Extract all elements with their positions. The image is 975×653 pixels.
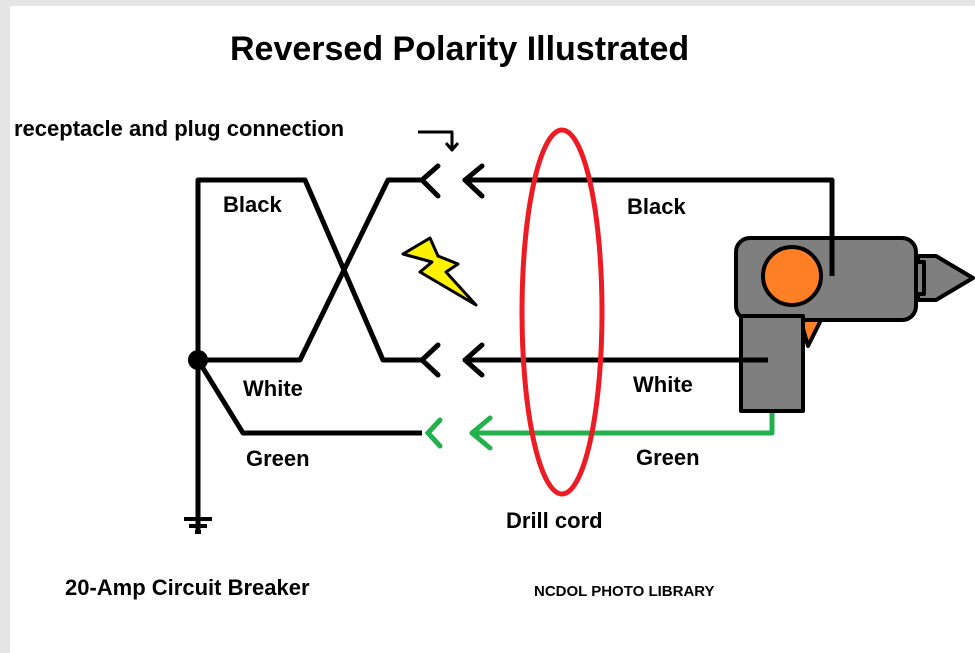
plug-prong-green — [469, 415, 493, 451]
cord-highlight-ellipse — [519, 127, 605, 497]
plug-prong-white — [462, 342, 485, 378]
receptacle-slot-black — [418, 163, 441, 199]
black-right-label: Black — [627, 194, 686, 219]
white-right-label: White — [633, 372, 693, 397]
ground-symbol-icon — [184, 517, 212, 534]
left-wiring — [195, 130, 460, 532]
green-right-label: Green — [636, 445, 700, 470]
receptacle-slot-white — [418, 342, 441, 378]
cord-green-wire — [469, 409, 775, 436]
receptacle-slot-green — [424, 417, 443, 449]
white-supply-wire — [198, 177, 422, 363]
receptacle-label: receptacle and plug connection — [14, 116, 345, 141]
receptacle-arrow-pointer — [418, 130, 454, 150]
wiring-diagram — [184, 127, 975, 534]
junction-node — [188, 350, 208, 370]
drill-motor-cap — [761, 245, 823, 307]
drill-icon — [734, 236, 975, 413]
diagram-canvas: Reversed Polarity Illustrated receptacle… — [10, 6, 975, 653]
receptacle-slots — [418, 163, 443, 449]
receptacle-arrow-head — [444, 142, 460, 152]
drill-internal-wires — [740, 180, 835, 363]
photo-credit: NCDOL PHOTO LIBRARY — [534, 583, 715, 600]
drill-cord-label: Drill cord — [506, 508, 603, 533]
green-supply-wire — [195, 358, 422, 436]
black-supply-wire — [195, 177, 422, 532]
drill-handle — [739, 314, 805, 413]
circuit-breaker-label: 20-Amp Circuit Breaker — [65, 575, 310, 600]
white-left-label: White — [243, 376, 303, 401]
drill-chuck-tip — [916, 254, 975, 302]
green-left-label: Green — [246, 446, 310, 471]
plug-prong-black — [462, 163, 485, 199]
lightning-bolt-icon — [401, 236, 478, 307]
black-left-label: Black — [223, 192, 282, 217]
diagram-title: Reversed Polarity Illustrated — [230, 30, 690, 68]
